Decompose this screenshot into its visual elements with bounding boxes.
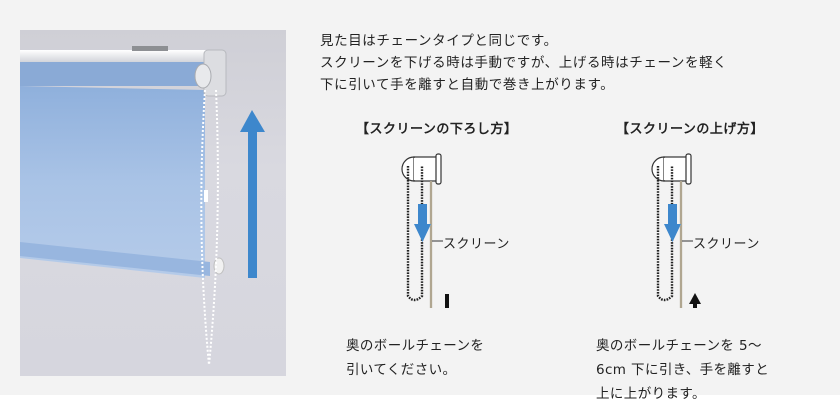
screen-down-arrow-icon — [418, 204, 427, 226]
description-line: 奥のボールチェーンを 5〜 — [596, 338, 762, 354]
screen-down-arrow-icon — [668, 204, 677, 226]
screen-label: スクリーン — [443, 237, 510, 252]
raising-title: 【スクリーンの上げ方】 — [616, 122, 764, 137]
raising-section: 【スクリーンの上げ方】 スクリーン 奥のボールチェーンを 5〜 — [596, 118, 836, 406]
lowering-diagram: スクリーン — [346, 138, 586, 308]
intro-text: 見た目はチェーンタイプと同じです。 スクリーンを下げる時は手動ですが、上げる時は… — [320, 30, 830, 96]
pull-down-arrow-icon — [445, 294, 449, 308]
description-line: 奥のボールチェーンを — [346, 338, 485, 354]
description-line: 6cm 下に引き、手を離すと — [596, 362, 770, 378]
intro-line: 見た目はチェーンタイプと同じです。 — [320, 33, 558, 49]
product-photo — [20, 30, 286, 376]
intro-line: スクリーンを下げる時は手動ですが、上げる時はチェーンを軽く — [320, 55, 728, 71]
lowering-title: 【スクリーンの下ろし方】 — [356, 122, 518, 137]
roller-blind-illustration — [20, 46, 265, 366]
pull-up-arrow-icon — [689, 293, 701, 304]
description-line: 上に上がります。 — [596, 386, 706, 402]
lowering-description: 奥のボールチェーンを 引いてください。 — [346, 334, 586, 382]
raising-description: 奥のボールチェーンを 5〜 6cm 下に引き、手を離すと 上に上がります。 — [596, 334, 836, 406]
screen-label: スクリーン — [693, 237, 760, 252]
lowering-section: 【スクリーンの下ろし方】 — [346, 118, 586, 382]
description-line: 引いてください。 — [346, 362, 457, 378]
up-arrow-icon — [248, 130, 257, 278]
intro-line: 下に引いて手を離すと自動で巻き上がります。 — [320, 77, 615, 93]
raising-diagram: スクリーン — [596, 138, 836, 308]
